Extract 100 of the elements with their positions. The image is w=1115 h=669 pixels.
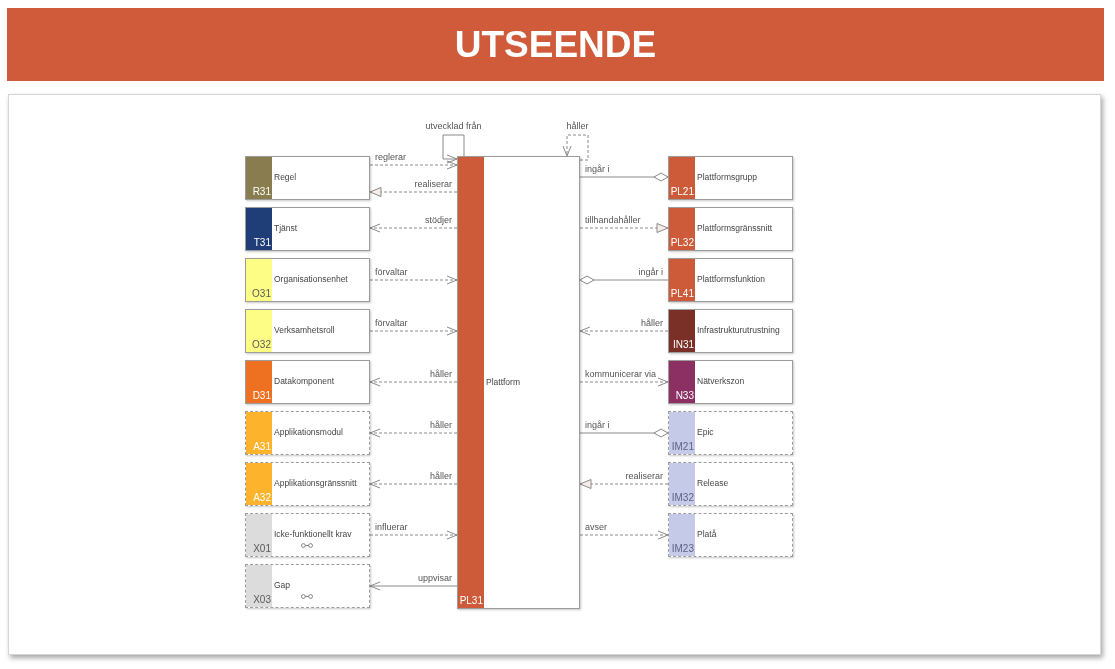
element-name: Datakomponent [274, 376, 334, 386]
type-strip [669, 310, 695, 352]
element-code: PL21 [670, 186, 694, 197]
element-name: Infrastrukturutrustning [697, 325, 780, 335]
edge-label: utvecklad från [424, 121, 483, 132]
type-strip [669, 412, 695, 454]
element-code: IM32 [671, 492, 694, 503]
arrow [369, 428, 458, 438]
element-code: A32 [253, 492, 271, 503]
element-name: Icke-funktionellt krav [274, 529, 352, 539]
edge-label: realiserar [413, 179, 453, 190]
element-code: IM21 [671, 441, 694, 452]
element-code: T31 [253, 237, 271, 248]
element-code: IM23 [671, 543, 694, 554]
arrow [369, 187, 458, 197]
edge-label: influerar [374, 522, 409, 533]
element-name: Plattform [486, 376, 520, 387]
element-name: Nätverkszon [697, 376, 745, 386]
arrow [369, 160, 458, 170]
type-strip [246, 361, 272, 403]
element-name: Applikationsgränssnitt [274, 478, 357, 488]
element-box [668, 309, 793, 353]
arrow [369, 326, 458, 336]
aggregation-connector [579, 275, 669, 285]
element-box [245, 462, 370, 506]
element-box [245, 513, 370, 557]
element-name: Applikationsmodul [274, 427, 343, 437]
edge-label: ingår i [584, 164, 611, 175]
type-strip [246, 208, 272, 250]
edge-label: realiserar [624, 471, 664, 482]
type-strip [246, 157, 272, 199]
type-strip [669, 259, 695, 301]
type-strip [246, 412, 272, 454]
type-strip [246, 514, 272, 556]
element-name: Gap [274, 580, 291, 590]
arrow [579, 377, 669, 387]
element-name: Plattformsgrupp [697, 172, 757, 182]
edge-label: håller [429, 369, 453, 380]
arrow [579, 326, 669, 336]
element-code: N33 [675, 390, 694, 401]
element-box [668, 207, 793, 251]
type-strip [669, 157, 695, 199]
element-code: X01 [253, 543, 271, 554]
element-box [668, 360, 793, 404]
aggregation-connector [579, 172, 669, 182]
element-box [668, 513, 793, 557]
edge-label: avser [584, 522, 608, 533]
arrow [562, 134, 589, 161]
edge-label: uppvisar [416, 573, 453, 584]
arrow [369, 479, 458, 489]
type-strip [669, 361, 695, 403]
element-name: Epic [697, 427, 714, 437]
aggregation-connector [579, 428, 669, 438]
edge-label: ingår i [584, 420, 611, 431]
element-box [245, 360, 370, 404]
arrow [442, 134, 465, 164]
arrow [369, 377, 458, 387]
element-box [245, 411, 370, 455]
arrow [369, 223, 458, 233]
type-strip [458, 157, 484, 608]
type-strip [246, 259, 272, 301]
element-box [245, 564, 370, 608]
element-code: X03 [253, 594, 271, 605]
arrow [579, 479, 669, 489]
type-strip [246, 310, 272, 352]
arrow [579, 530, 669, 540]
element-name: Release [697, 478, 729, 488]
type-strip [246, 565, 272, 607]
edge-label: håller [565, 121, 590, 132]
edge-label: håller [429, 420, 453, 431]
title: UTSEENDE [454, 24, 657, 65]
element-code: O32 [252, 339, 271, 350]
element-name: Verksamhetsroll [274, 325, 335, 335]
element-name: Platå [697, 529, 717, 539]
edge-label: förvaltar [374, 267, 409, 278]
element-name: Regel [274, 172, 297, 182]
element-box [668, 411, 793, 455]
type-strip [669, 463, 695, 505]
edge-label: ingår i [637, 267, 664, 278]
arrow [579, 223, 669, 233]
element-code: D31 [252, 390, 271, 401]
arrow [369, 530, 458, 540]
edge-label: reglerar [374, 152, 407, 163]
element-name: Organisationsenhet [274, 274, 348, 284]
edge-label: tillhandahåller [584, 215, 642, 226]
type-strip [669, 514, 695, 556]
element-code: PL41 [670, 288, 694, 299]
element-code: IN31 [672, 339, 694, 350]
element-code: O31 [252, 288, 271, 299]
arrow [369, 581, 458, 591]
element-name: Plattformsfunktion [697, 274, 766, 284]
edge-label: kommunicerar via [584, 369, 658, 380]
element-code: A31 [253, 441, 271, 452]
type-strip [246, 463, 272, 505]
element-box [245, 156, 370, 200]
arrow [369, 275, 458, 285]
element-box [245, 207, 370, 251]
edge-label: håller [429, 471, 453, 482]
element-name: Tjänst [274, 223, 298, 233]
element-box [457, 156, 580, 609]
